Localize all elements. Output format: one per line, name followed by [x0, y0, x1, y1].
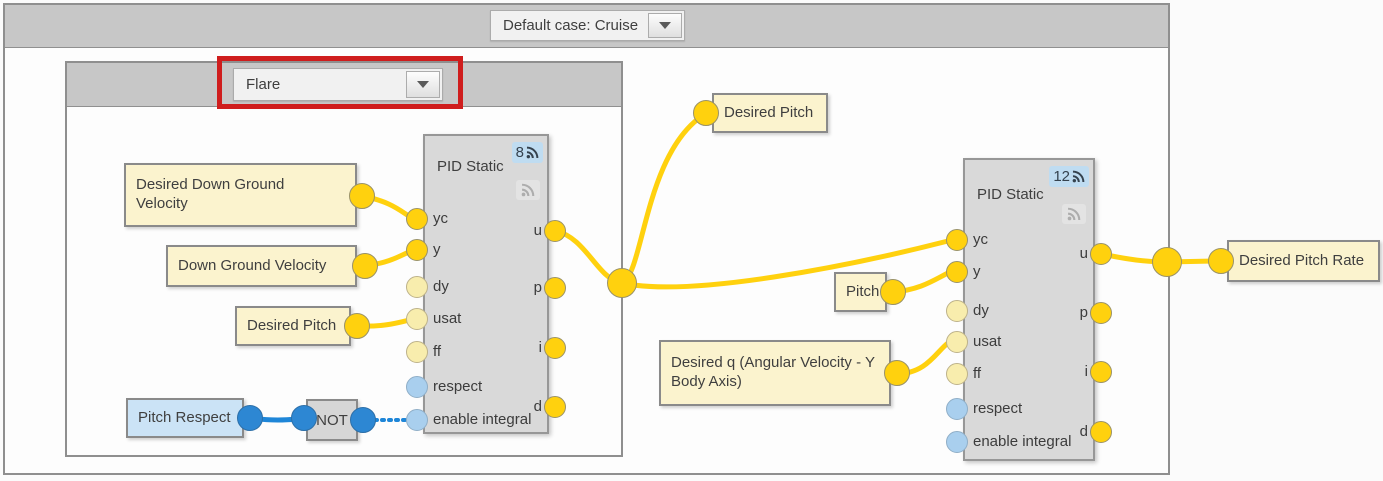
label-text: Desired Pitch: [247, 316, 337, 334]
pid-right-port-yc[interactable]: [946, 229, 968, 251]
label-desired-q[interactable]: Desired q (Angular Velocity - Y Body Axi…: [659, 340, 891, 406]
label-desired-pitch-rate[interactable]: Desired Pitch Rate: [1227, 240, 1380, 282]
label-text: Desired Pitch Rate: [1239, 251, 1365, 269]
connector-desired-q[interactable]: [884, 360, 910, 386]
label-desired-pitch-output[interactable]: Desired Pitch: [712, 93, 828, 133]
rss-icon: [1072, 170, 1085, 183]
badge-count: 8: [515, 144, 524, 161]
inner-case-dropdown-button[interactable]: [406, 71, 440, 98]
pid-right-port-i[interactable]: [1090, 361, 1112, 383]
pid-static-right-node[interactable]: PID Static 12 yc y dy usat ff respect en…: [963, 158, 1095, 461]
pid-right-port-d[interactable]: [1090, 421, 1112, 443]
port-label-ff: ff: [433, 343, 442, 360]
subscribe-badge[interactable]: [516, 180, 540, 200]
label-text: Desired q (Angular Velocity - Y Body Axi…: [671, 354, 875, 390]
pid-left-port-respect[interactable]: [406, 376, 428, 398]
connector-not-in[interactable]: [291, 405, 317, 431]
pid-title: PID Static: [977, 186, 1044, 203]
rss-icon-gray: [521, 183, 535, 197]
pid-static-left-node[interactable]: PID Static 8 yc y dy usat ff respect ena…: [423, 134, 549, 434]
pid-right-port-respect[interactable]: [946, 398, 968, 420]
pid-left-port-dy[interactable]: [406, 276, 428, 298]
pid-left-port-p[interactable]: [544, 277, 566, 299]
inner-case-dropdown[interactable]: Flare: [233, 68, 443, 101]
port-label-usat: usat: [973, 333, 1002, 350]
pid-right-port-y[interactable]: [946, 261, 968, 283]
subscribe-badge[interactable]: [1062, 204, 1086, 224]
port-label-yc: yc: [973, 231, 988, 248]
port-label-respect: respect: [433, 378, 483, 395]
port-label-dy: dy: [973, 302, 989, 319]
port-label-usat: usat: [433, 310, 462, 327]
label-pitch[interactable]: Pitch: [834, 272, 887, 312]
port-label-i: i: [538, 339, 542, 356]
connector-desired-down-ground-velocity[interactable]: [349, 183, 375, 209]
port-label-p: p: [1079, 304, 1088, 321]
pid-right-port-dy[interactable]: [946, 300, 968, 322]
wire-junction-left[interactable]: [607, 268, 637, 298]
label-pitch-respect[interactable]: Pitch Respect: [126, 398, 244, 438]
pid-left-port-y[interactable]: [406, 239, 428, 261]
pid-left-port-u[interactable]: [544, 220, 566, 242]
pid-left-port-yc[interactable]: [406, 208, 428, 230]
pid-left-port-i[interactable]: [544, 337, 566, 359]
not-gate-label: NOT: [316, 411, 348, 429]
connector-pitch[interactable]: [880, 279, 906, 305]
label-down-ground-velocity[interactable]: Down Ground Velocity: [166, 245, 357, 287]
port-label-p: p: [533, 279, 542, 296]
port-label-d: d: [1079, 423, 1088, 440]
pid-right-port-u[interactable]: [1090, 243, 1112, 265]
label-text: Down Ground Velocity: [178, 256, 327, 274]
pid-left-port-enable-integral[interactable]: [406, 409, 428, 431]
connector-desired-pitch-input[interactable]: [344, 313, 370, 339]
port-label-d: d: [533, 398, 542, 415]
port-label-dy: dy: [433, 278, 449, 295]
pid-right-port-p[interactable]: [1090, 302, 1112, 324]
default-case-dropdown-button[interactable]: [648, 13, 682, 38]
label-desired-pitch-input[interactable]: Desired Pitch: [235, 306, 351, 346]
pid-right-port-enable-integral[interactable]: [946, 431, 968, 453]
pid-right-port-usat[interactable]: [946, 331, 968, 353]
pid-left-port-ff[interactable]: [406, 341, 428, 363]
connector-down-ground-velocity[interactable]: [352, 253, 378, 279]
label-text: Pitch: [846, 282, 880, 300]
badge-count: 12: [1053, 168, 1070, 185]
port-label-y: y: [433, 241, 441, 258]
port-label-enable-integral: enable integral: [433, 411, 532, 428]
port-label-enable-integral: enable integral: [973, 433, 1072, 450]
highlight-rectangle: [217, 56, 463, 109]
port-label-y: y: [973, 263, 981, 280]
label-desired-down-ground-velocity[interactable]: Desired Down Ground Velocity: [124, 163, 357, 227]
connector-desired-pitch-rate[interactable]: [1208, 248, 1234, 274]
chevron-down-icon: [659, 22, 671, 29]
wire-junction-to-right-yc[interactable]: [619, 238, 951, 290]
chevron-down-icon: [417, 81, 429, 88]
wire-junction-to-desired-pitch[interactable]: [619, 111, 708, 286]
port-label-u: u: [533, 222, 542, 239]
publish-badge[interactable]: 8: [511, 142, 543, 163]
inner-case-dropdown-value: Flare: [246, 76, 281, 93]
pid-right-port-ff[interactable]: [946, 363, 968, 385]
default-case-dropdown[interactable]: Default case: Cruise: [490, 10, 685, 41]
rss-icon-gray: [1067, 207, 1081, 221]
label-text: Pitch Respect: [138, 408, 231, 426]
connector-pitch-respect[interactable]: [237, 405, 263, 431]
pid-left-port-d[interactable]: [544, 396, 566, 418]
port-label-u: u: [1079, 245, 1088, 262]
rss-icon: [526, 146, 539, 159]
port-label-i: i: [1084, 363, 1088, 380]
port-label-ff: ff: [973, 365, 982, 382]
pid-title: PID Static: [437, 158, 504, 175]
connector-not-out[interactable]: [350, 407, 376, 433]
port-label-yc: yc: [433, 210, 448, 227]
label-text: Desired Pitch: [724, 103, 814, 121]
pid-left-port-usat[interactable]: [406, 308, 428, 330]
connector-desired-pitch-output[interactable]: [693, 100, 719, 126]
port-label-respect: respect: [973, 400, 1023, 417]
default-case-dropdown-value: Default case: Cruise: [503, 17, 639, 34]
wire-junction-right[interactable]: [1152, 247, 1182, 277]
label-text: Desired Down Ground Velocity: [136, 176, 285, 212]
publish-badge[interactable]: 12: [1049, 166, 1089, 187]
